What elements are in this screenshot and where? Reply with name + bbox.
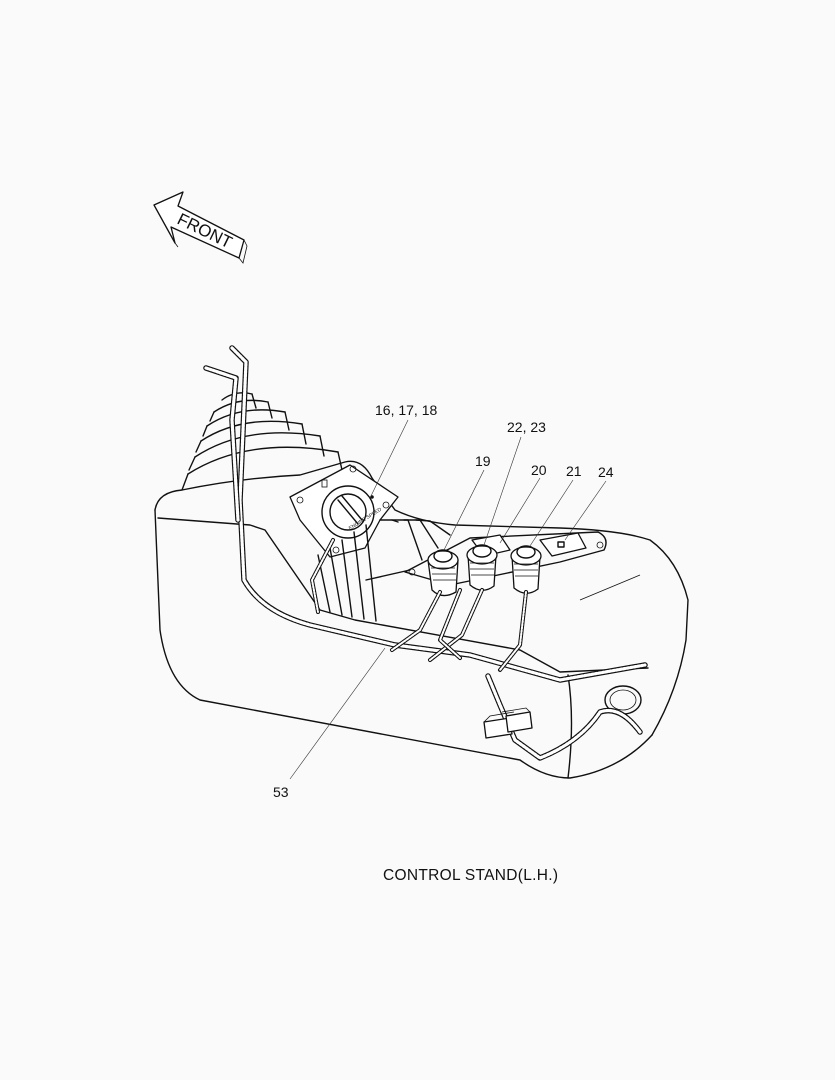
callout-16-17-18: 16, 17, 18 [375,402,437,418]
front-arrow: FRONT [153,191,248,264]
joystick-boot [181,392,343,491]
connectors [483,707,533,739]
knob-21 [510,545,542,594]
callout-24: 24 [598,464,614,480]
wires [310,538,528,672]
knob-19 [427,549,459,597]
callout-20: 20 [531,462,547,478]
callout-21: 21 [566,463,582,479]
callout-53: 53 [273,784,289,800]
engine-speed-dial [321,485,375,539]
console-body [154,460,689,779]
switch-panel [404,531,607,597]
callout-19: 19 [475,453,491,469]
front-label: FRONT [174,210,235,253]
callouts: 16, 17, 18 22, 23 19 20 21 24 53 [273,402,614,800]
diagram-caption: CONTROL STAND(L.H.) [383,867,558,884]
callout-22-23: 22, 23 [507,419,546,435]
hoses [203,345,648,761]
switch-24 [539,532,587,557]
engine-speed-panel: ENGINE SPEED [289,464,399,558]
knob-22 [466,544,498,591]
leader-lines [289,419,607,780]
